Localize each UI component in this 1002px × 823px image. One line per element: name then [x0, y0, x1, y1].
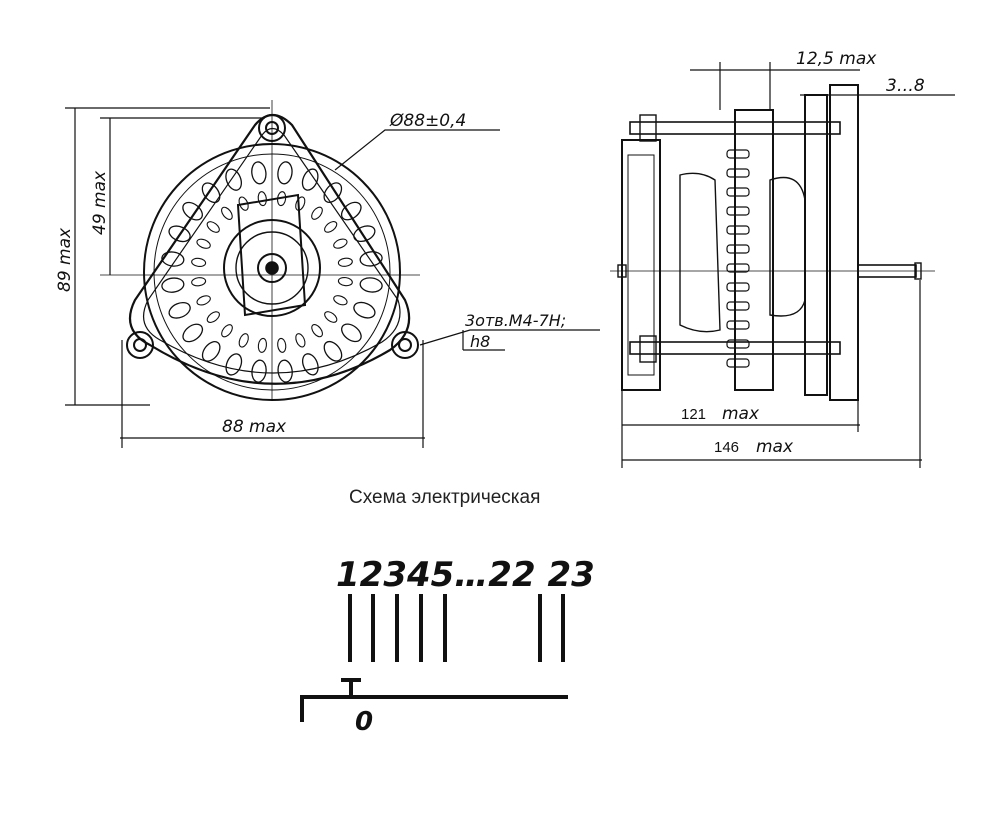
- side-terminal: [726, 263, 750, 273]
- terminal-lug: [337, 257, 353, 267]
- terminal-lug: [182, 323, 204, 343]
- terminal-lug: [221, 324, 233, 338]
- note-holes-line1: 3отв.М4-7Н;: [465, 311, 566, 330]
- front-dimensions: [65, 107, 425, 448]
- schematic-pin-labels: 12345…22 23: [336, 555, 595, 595]
- terminal-lug: [333, 238, 348, 249]
- side-terminal: [726, 187, 750, 197]
- terminal-lug: [311, 324, 323, 338]
- terminal-lug: [206, 311, 220, 323]
- terminal-lug: [251, 161, 267, 185]
- side-terminal: [726, 225, 750, 235]
- note-holes-line2: h8: [470, 332, 490, 351]
- terminal-lug: [206, 221, 220, 233]
- side-terminal: [726, 244, 750, 254]
- side-terminal: [726, 168, 750, 178]
- terminal-lug: [295, 333, 306, 348]
- terminal-lug: [257, 191, 267, 207]
- terminal-lug: [251, 359, 267, 383]
- dim-height-total: 89 max: [55, 227, 75, 292]
- terminal-lug: [359, 277, 383, 293]
- terminal-lug: [359, 251, 383, 267]
- terminal-lug: [340, 201, 362, 221]
- side-dimensions: [621, 62, 955, 468]
- terminal-lug: [295, 196, 306, 211]
- terminal-lug: [257, 337, 268, 353]
- terminal-lug: [168, 301, 191, 319]
- side-terminal: [726, 339, 750, 349]
- terminal-lug: [225, 353, 243, 376]
- side-terminal: [726, 358, 750, 368]
- terminal-lug: [341, 323, 362, 343]
- terminal-lug: [323, 340, 343, 362]
- terminal-lug: [277, 161, 293, 185]
- schematic-wiring: [300, 594, 568, 722]
- terminal-lug: [323, 182, 343, 203]
- terminal-lug: [353, 301, 376, 319]
- terminal-lug: [238, 196, 249, 211]
- terminal-lug: [191, 257, 207, 268]
- dim-diameter: Ø88±0,4: [389, 111, 466, 131]
- terminal-lug: [324, 221, 338, 233]
- terminal-lug: [276, 191, 287, 207]
- terminal-lug: [196, 238, 211, 249]
- dim-length-total-value: 146: [714, 439, 739, 456]
- side-terminal: [726, 282, 750, 292]
- terminal-lug: [277, 359, 293, 383]
- side-terminal: [726, 320, 750, 330]
- front-view: [100, 100, 600, 401]
- dim-width: 88 max: [222, 417, 287, 437]
- schematic-common-label: 0: [355, 707, 373, 737]
- dim-shaft-length: 3…8: [886, 76, 925, 96]
- terminal-lug: [238, 333, 249, 348]
- terminal-lug: [225, 168, 243, 191]
- dim-length-inner-value: 121: [681, 406, 706, 423]
- terminal-lug: [182, 201, 203, 221]
- terminal-lug: [196, 295, 211, 306]
- side-terminal: [726, 206, 750, 216]
- dim-height-center: 49 max: [90, 170, 110, 235]
- terminal-lug: [168, 225, 191, 243]
- schematic-title: Схема электрическая: [349, 487, 540, 508]
- terminal-lug: [161, 277, 185, 293]
- terminal-lug: [221, 206, 233, 220]
- dim-length-inner-unit: max: [722, 404, 760, 424]
- terminal-lug: [277, 337, 287, 353]
- terminal-lug: [191, 277, 207, 287]
- terminal-lug: [311, 206, 323, 220]
- terminal-lug: [324, 311, 338, 323]
- dim-length-total-unit: max: [756, 437, 794, 457]
- terminal-lug: [353, 225, 376, 243]
- terminal-lug: [201, 341, 221, 362]
- terminal-lug: [333, 295, 348, 306]
- side-view: [610, 84, 935, 401]
- terminal-lug: [337, 276, 353, 287]
- dim-shaft-offset: 12,5 max: [796, 49, 877, 69]
- side-terminal: [726, 149, 750, 159]
- terminal-lug: [301, 168, 319, 191]
- terminal-lug: [301, 353, 319, 376]
- side-terminal: [726, 301, 750, 311]
- terminal-lug: [201, 182, 221, 204]
- terminal-lug: [161, 251, 185, 267]
